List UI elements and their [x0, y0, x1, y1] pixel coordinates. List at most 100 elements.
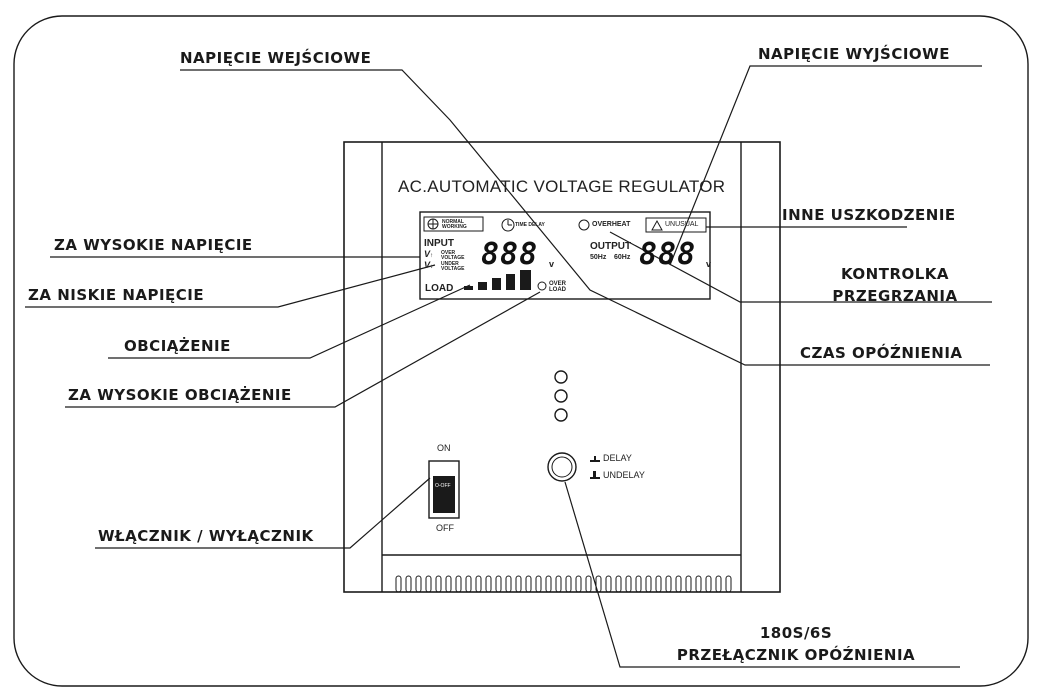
load-bar-1: [464, 286, 473, 290]
vent-slot: [465, 575, 472, 593]
vent-slot: [475, 575, 482, 593]
delay-glyph: [590, 460, 600, 462]
leader-lines: [25, 65, 992, 668]
vent-slot: [525, 575, 532, 593]
vent-slot: [455, 575, 462, 593]
vent-slot: [725, 575, 732, 593]
leader-napiecie-wejsciowe: [180, 69, 990, 366]
vent-slot: [705, 575, 712, 593]
indicator-led-2: [554, 389, 568, 403]
callout-przelacznik-line1: 180S/6S: [759, 624, 833, 642]
leader-napiecie-wyjsciowe: [669, 65, 982, 266]
freq-60-label: 60Hz: [614, 254, 631, 261]
vent-slot: [585, 575, 592, 593]
over-voltage-label: OVER VOLTAGE: [441, 251, 464, 261]
output-voltage-display: 888: [639, 237, 697, 272]
normal-working-line2: WORKING: [442, 224, 467, 230]
load-bar-3: [492, 278, 501, 290]
over-load-label: OVER LOAD: [549, 281, 566, 293]
leader-wlacznik: [95, 477, 431, 549]
unusual-label: UNUSUAL: [665, 221, 699, 228]
leader-za-wysokie-obciazenie: [65, 291, 541, 408]
over-voltage-line1: OVER: [441, 250, 456, 256]
over-load-line1: OVER: [549, 281, 567, 287]
vent-slot: [445, 575, 452, 593]
vent-slot: [615, 575, 622, 593]
normal-working-line1: NORMAL: [442, 219, 464, 225]
output-label: OUTPUT: [590, 241, 632, 252]
vent-slot: [545, 575, 552, 593]
load-label: LOAD: [425, 283, 454, 294]
delay-switch-knob: [547, 452, 577, 482]
callout-napiecie-wyjsciowe: NAPIĘCIE WYJŚCIOWE: [758, 45, 950, 63]
under-voltage-line1: UNDER: [441, 261, 459, 267]
normal-working-box: [423, 216, 484, 232]
callout-za-wysokie-obciazenie: ZA WYSOKIE OBCIĄŻENIE: [68, 386, 292, 404]
time-delay-label: TIME DELAY: [515, 222, 545, 228]
leader-za-niskie-napiecie: [25, 264, 436, 308]
ventilation-slots: [395, 575, 732, 593]
under-voltage-line2: VOLTAGE: [441, 266, 465, 272]
vent-slot: [685, 575, 692, 593]
load-bar-5: [520, 270, 531, 290]
leader-kontrolka: [609, 231, 992, 303]
over-voltage-line2: VOLTAGE: [441, 255, 465, 261]
vent-slot: [405, 575, 412, 593]
clock-icon: [501, 218, 515, 232]
callout-obciazenie: OBCIĄŻENIE: [124, 337, 231, 355]
normal-working-label: NORMAL WORKING: [442, 220, 467, 230]
under-voltage-label: UNDER VOLTAGE: [441, 262, 464, 272]
callout-za-wysokie-napiecie: ZA WYSOKIE NAPIĘCIE: [54, 236, 253, 254]
over-voltage-icon: V↑: [424, 249, 434, 259]
callout-przelacznik-opoznienia: 180S/6S PRZEŁĄCZNIK OPÓŹNIENIA: [646, 622, 946, 666]
overheat-label: OVERHEAT: [592, 221, 631, 228]
indicator-led-1: [554, 370, 568, 384]
vent-slot: [555, 575, 562, 593]
vent-slot: [435, 575, 442, 593]
vent-slot: [485, 575, 492, 593]
vent-slot: [605, 575, 612, 593]
vent-slot: [505, 575, 512, 593]
callout-napiecie-wejsciowe: NAPIĘCIE WEJŚCIOWE: [180, 49, 372, 67]
vent-slot: [595, 575, 602, 593]
callout-kontrolka-line1: KONTROLKA: [840, 265, 950, 283]
load-bar-2: [478, 282, 487, 290]
vent-slot: [655, 575, 662, 593]
over-load-line2: LOAD: [549, 287, 566, 293]
over-load-icon: [537, 281, 547, 291]
vent-slot: [425, 575, 432, 593]
unusual-box: [645, 217, 707, 233]
callout-czas-opoznienia: CZAS OPÓŹNIENIA: [800, 344, 963, 362]
warning-triangle-icon: [651, 219, 663, 231]
vent-slot: [415, 575, 422, 593]
vent-slot: [575, 575, 582, 593]
delay-label: DELAY: [603, 453, 632, 463]
input-label: INPUT: [424, 238, 454, 249]
vent-slot: [645, 575, 652, 593]
vent-slot: [495, 575, 502, 593]
vent-slot: [535, 575, 542, 593]
output-voltage-unit: v: [706, 259, 712, 269]
undelay-label: UNDELAY: [603, 470, 645, 480]
vent-slot: [715, 575, 722, 593]
vent-slot: [625, 575, 632, 593]
switch-cap-label: O-OFF: [435, 483, 451, 489]
load-bar-4: [506, 274, 515, 290]
vent-slot: [515, 575, 522, 593]
input-voltage-display: 888: [481, 237, 539, 272]
under-voltage-icon: V↓: [424, 260, 434, 270]
switch-off-label: OFF: [436, 523, 454, 533]
input-voltage-unit: v: [549, 259, 555, 269]
vent-slot: [695, 575, 702, 593]
vent-slot: [635, 575, 642, 593]
callout-przelacznik-line2: PRZEŁĄCZNIK OPÓŹNIENIA: [676, 646, 916, 664]
callout-kontrolka-przegrzania: KONTROLKA PRZEGRZANIA: [800, 263, 990, 307]
regulator-case: [343, 141, 781, 593]
callout-inne-uszkodzenie: INNE USZKODZENIE: [782, 206, 956, 224]
vent-slot: [665, 575, 672, 593]
device-title: AC.AUTOMATIC VOLTAGE REGULATOR: [398, 177, 726, 196]
lcd-panel: [419, 211, 711, 300]
callout-za-niskie-napiecie: ZA NISKIE NAPIĘCIE: [28, 286, 205, 304]
callout-kontrolka-line2: PRZEGRZANIA: [832, 287, 958, 305]
